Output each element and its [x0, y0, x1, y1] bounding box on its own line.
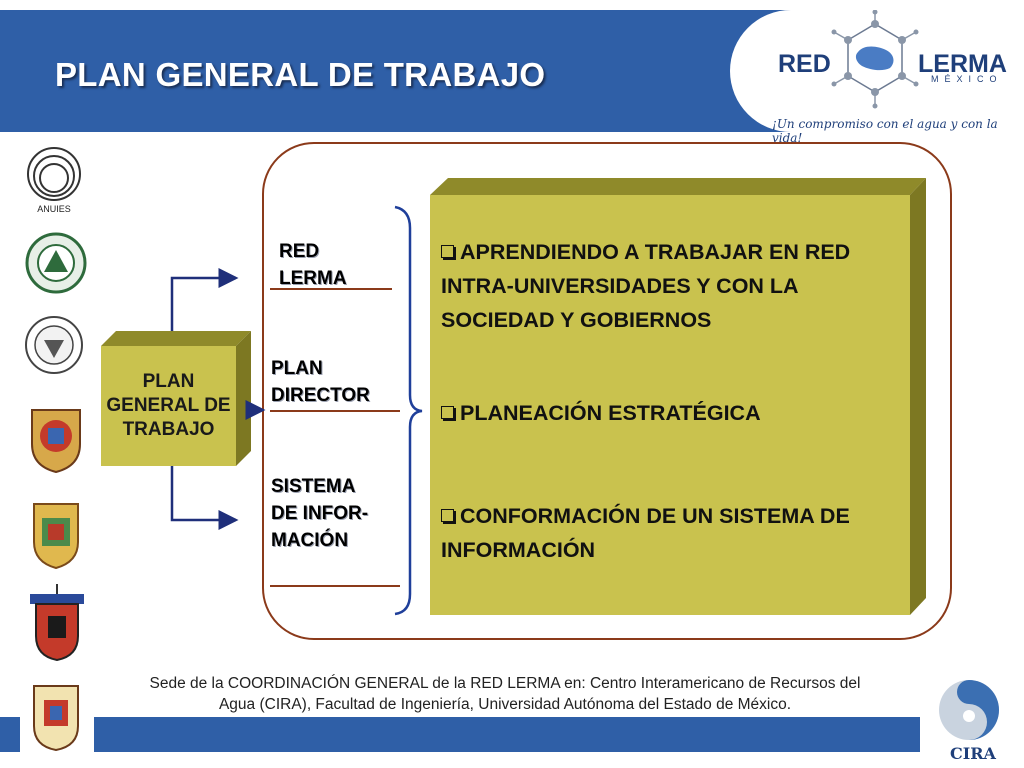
branch-label-plan-director: PLAN DIRECTOR — [271, 358, 370, 406]
university-seal-icon — [25, 316, 83, 374]
branch-label-red-lerma: RED LERMA — [279, 241, 347, 289]
logo-red-text: RED — [778, 50, 831, 78]
arrow-to-sistema — [170, 466, 239, 530]
content-box — [430, 195, 910, 615]
list-item: PLANEACIÓN ESTRATÉGICA — [441, 396, 901, 430]
university-seal-icon — [30, 584, 84, 662]
anuies-logo-icon: ANUIES — [27, 147, 81, 214]
header-banner — [0, 10, 1024, 132]
list-item-text: APRENDIENDO A TRABAJAR EN RED INTRA-UNIV… — [441, 240, 851, 332]
content-box-top-face — [430, 178, 926, 195]
branch-label-sistema: SISTEMA DE INFOR-MACIÓN — [271, 476, 369, 551]
arrow-to-red-lerma — [170, 268, 239, 331]
list-item-text: CONFORMACIÓN DE UN SISTEMA DE INFORMACIÓ… — [441, 504, 850, 562]
checkbox-bullet-icon — [441, 406, 454, 419]
logo-tagline: ¡Un compromiso con el agua y con la vida… — [772, 117, 998, 145]
footer-bar-left — [0, 717, 20, 752]
university-seal-icon — [33, 685, 79, 752]
logo-panel — [730, 10, 1024, 132]
plan-box-top-face — [101, 331, 251, 346]
footer-line-2: Agua (CIRA), Facultad de Ingeniería, Uni… — [218, 696, 792, 713]
list-item-text: PLANEACIÓN ESTRATÉGICA — [460, 401, 761, 425]
footer-address: Sede de la COORDINACIÓN GENERAL de la RE… — [95, 673, 915, 715]
cira-label: CIRA — [950, 744, 996, 763]
list-item: APRENDIENDO A TRABAJAR EN RED INTRA-UNIV… — [441, 235, 901, 337]
university-seal-icon — [25, 232, 87, 294]
plan-box-side-face — [236, 331, 251, 466]
checkbox-bullet-icon — [441, 509, 454, 522]
list-item: CONFORMACIÓN DE UN SISTEMA DE INFORMACIÓ… — [441, 499, 901, 567]
plan-general-box: PLAN GENERAL DE TRABAJO — [101, 346, 236, 466]
cira-logo-icon — [939, 680, 999, 740]
university-seal-icon — [31, 409, 81, 474]
footer-bar — [94, 717, 920, 752]
anuies-label: ANUIES — [37, 204, 71, 214]
footer-line-1: Sede de la COORDINACIÓN GENERAL de la RE… — [149, 675, 861, 692]
red-lerma-network-icon — [831, 10, 919, 109]
diagram-frame — [262, 142, 952, 640]
logo-lerma-text: LERMA — [918, 50, 1007, 78]
grouping-brace — [394, 205, 423, 616]
page-title: PLAN GENERAL DE TRABAJO — [55, 56, 546, 93]
logo-mexico-text: MÉXICO — [931, 74, 1003, 84]
content-box-side-face — [910, 178, 926, 615]
checkbox-bullet-icon — [441, 245, 454, 258]
university-seal-icon — [33, 503, 79, 570]
